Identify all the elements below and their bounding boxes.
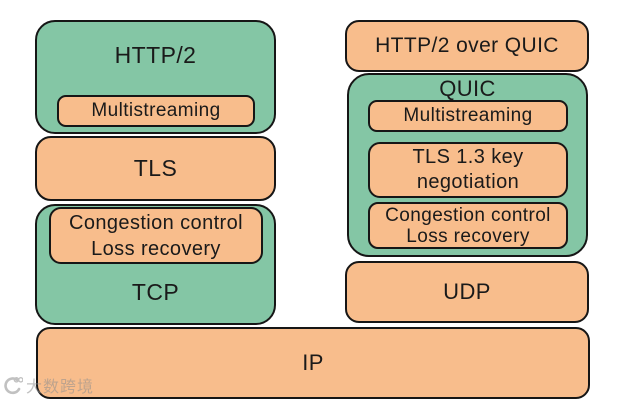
tls13-key-negotiation-box: TLS 1.3 key negotiation xyxy=(368,142,568,198)
watermark-logo-icon xyxy=(4,376,23,394)
watermark-text: 大数跨境 xyxy=(26,379,95,396)
udp-layer-box: UDP xyxy=(345,261,589,323)
multistreaming-box-left: Multistreaming xyxy=(57,95,255,127)
congestion-control-box-right: Congestion control Loss recovery xyxy=(368,202,568,249)
http2-over-quic-box: HTTP/2 over QUIC xyxy=(345,20,589,72)
tcp-label: TCP xyxy=(131,279,180,305)
loss-recovery-line-1: Loss recovery xyxy=(91,237,221,260)
quic-label: QUIC xyxy=(439,76,496,101)
congestion-control-box-left: Congestion control Loss recovery xyxy=(49,207,263,264)
congestion-line-2: Congestion control xyxy=(385,204,551,226)
multistreaming-box-right: Multistreaming xyxy=(368,100,568,132)
ip-layer-box: IP xyxy=(36,327,590,399)
tls-layer-box: TLS xyxy=(35,136,276,201)
congestion-line-1: Congestion control xyxy=(69,211,243,234)
watermark: 大数跨境 xyxy=(2,373,94,397)
loss-recovery-line-2: Loss recovery xyxy=(406,225,530,247)
http2-label: HTTP/2 xyxy=(114,42,197,68)
tls13-line-1: TLS 1.3 key xyxy=(412,146,524,168)
tls13-line-2: negotiation xyxy=(416,171,520,193)
